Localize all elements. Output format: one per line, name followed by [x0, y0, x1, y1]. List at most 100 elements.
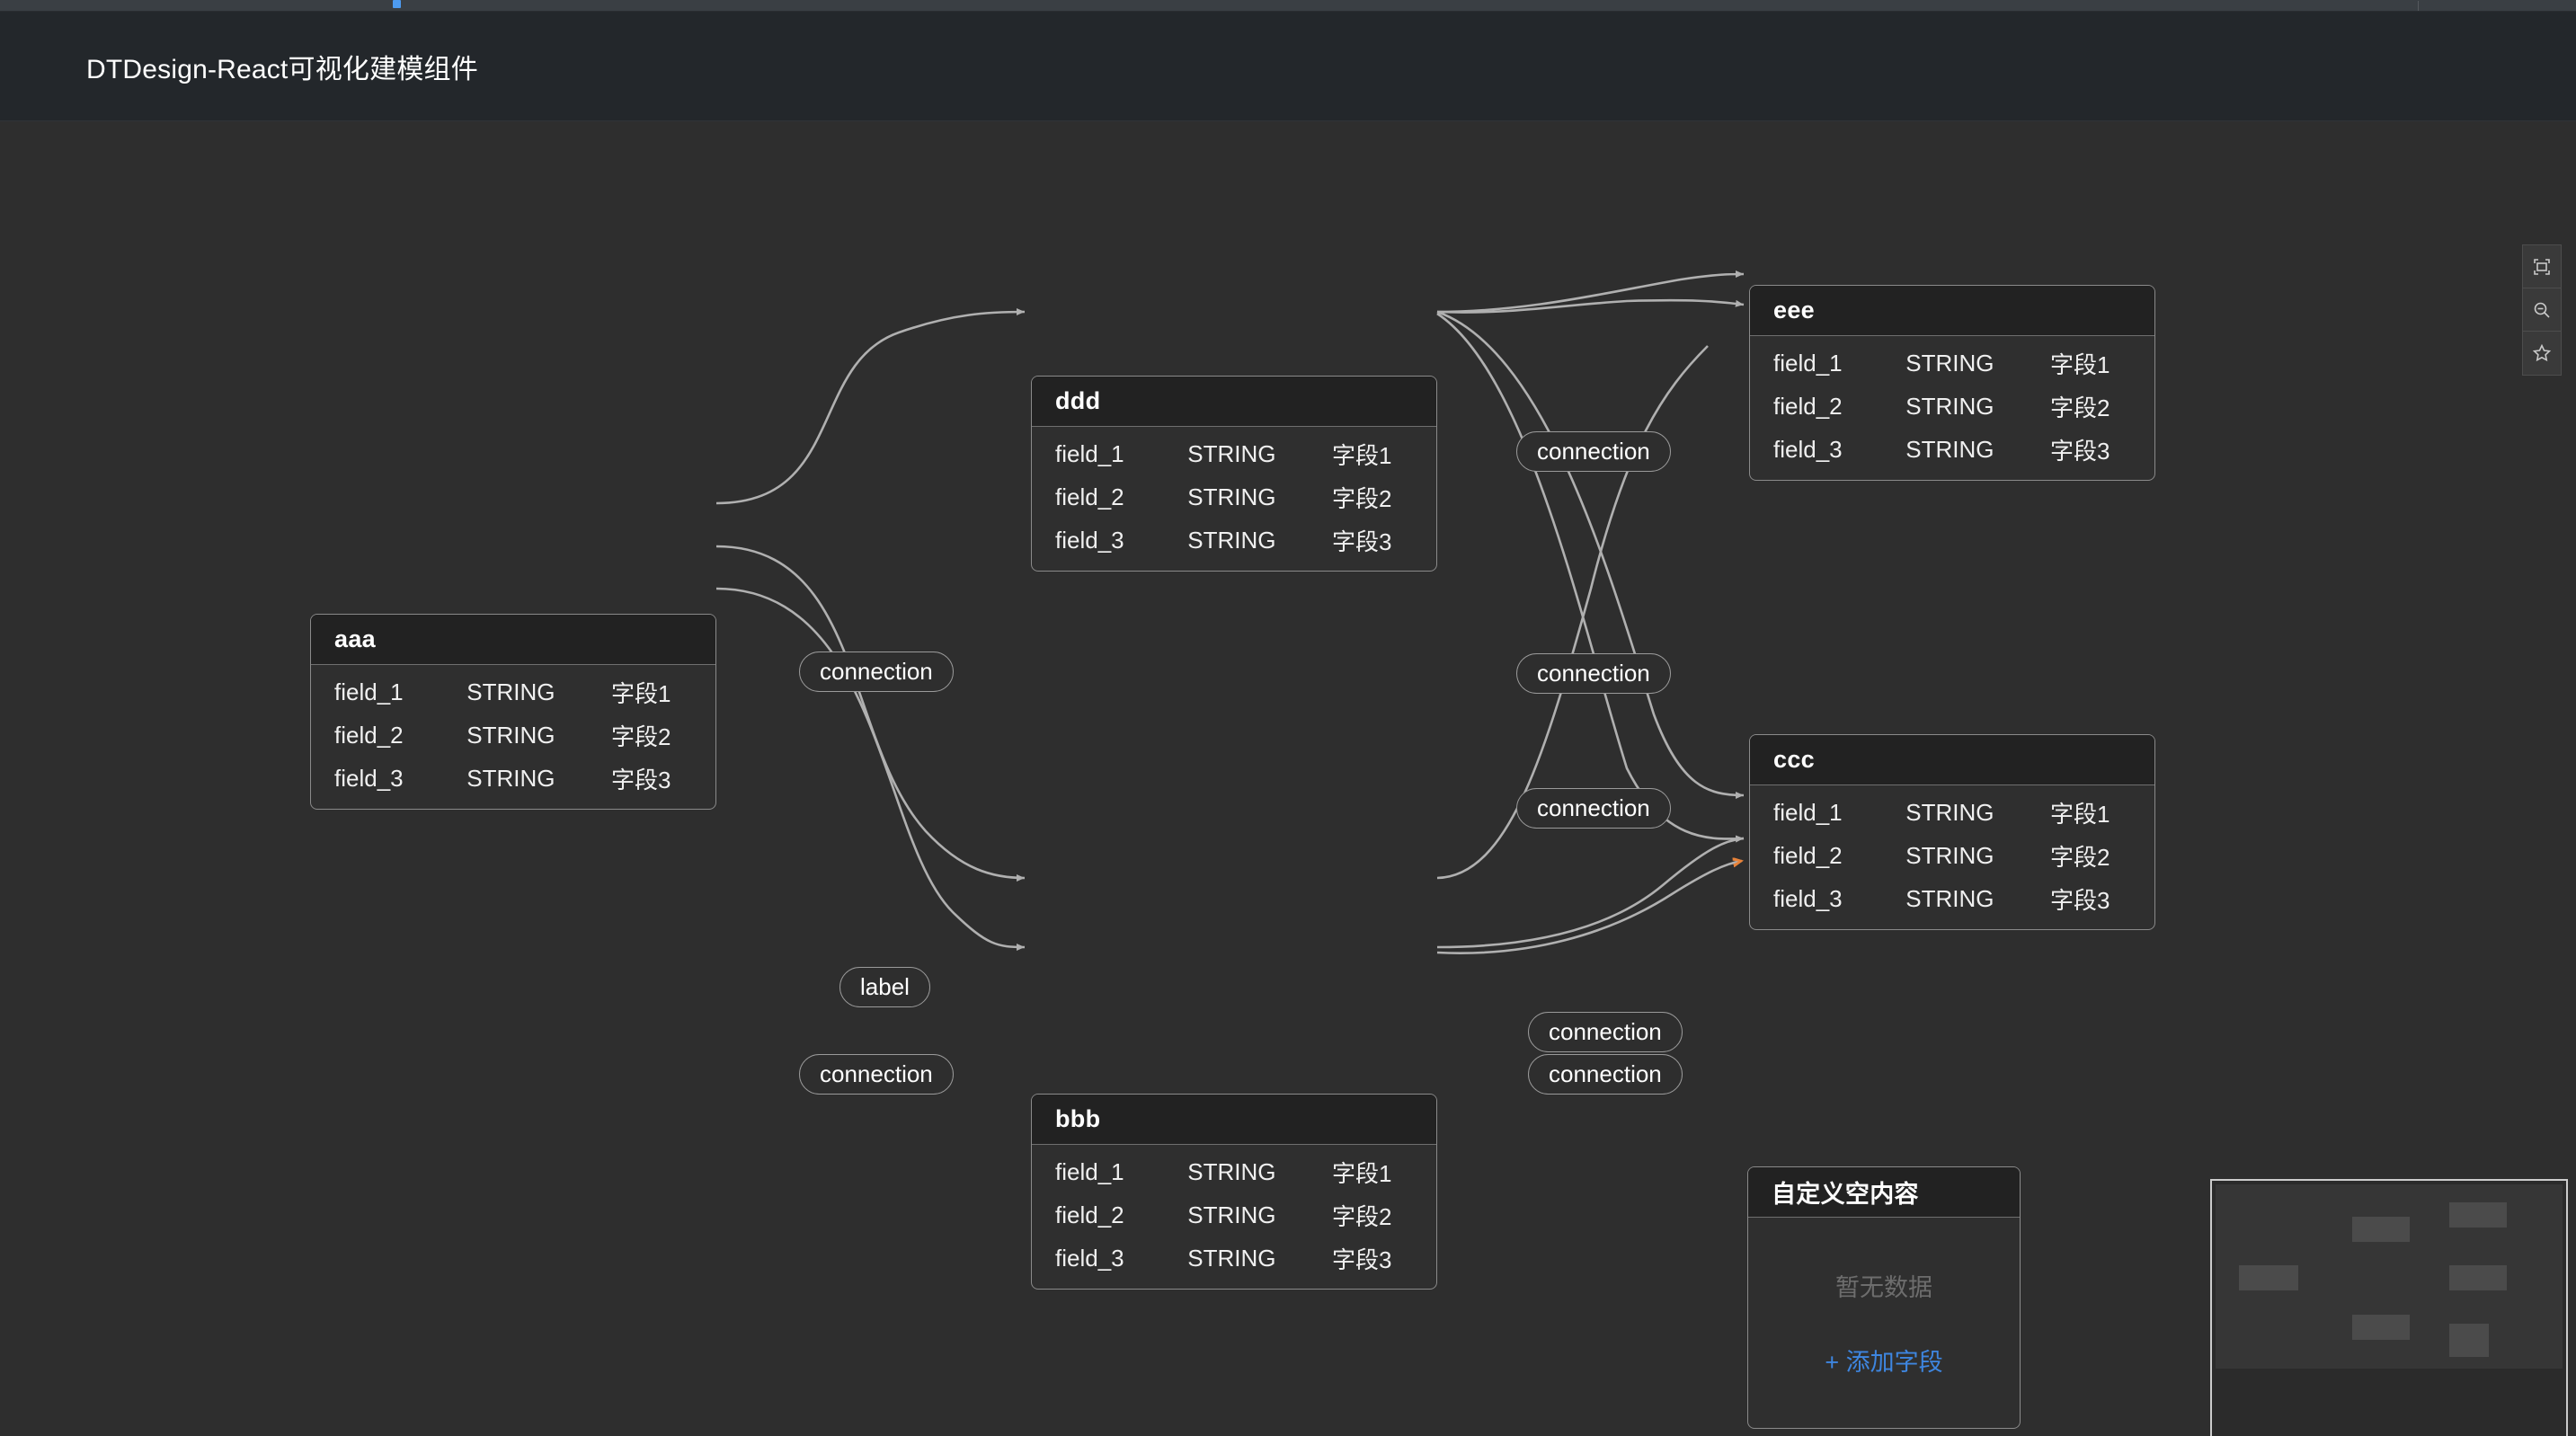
favorite-button[interactable] — [2523, 332, 2561, 375]
minimap[interactable] — [2210, 1179, 2568, 1436]
node-title: bbb — [1055, 1105, 1101, 1132]
field-type: STRING — [466, 721, 555, 749]
empty-state-text: 暂无数据 — [1835, 1274, 1932, 1301]
field-name: field_1 — [1773, 349, 1843, 377]
field-desc: 字段1 — [1331, 441, 1392, 469]
field-desc: 字段1 — [2049, 350, 2110, 378]
minimap-node — [2352, 1217, 2410, 1242]
edge-label-conn-bot-2[interactable]: connection — [1528, 1054, 1683, 1095]
minimap-viewport[interactable] — [2216, 1184, 2563, 1369]
add-field-button[interactable]: + 添加字段 — [1825, 1349, 1943, 1376]
edge-label-conn-aaa-bbb[interactable]: connection — [799, 1054, 954, 1095]
field-desc: 字段1 — [610, 679, 671, 707]
node-header: ddd — [1032, 377, 1436, 427]
node-custom-empty[interactable]: 自定义空内容 暂无数据 + 添加字段 — [1747, 1166, 2021, 1429]
node-header: eee — [1750, 286, 2154, 336]
node-title: ddd — [1055, 387, 1101, 414]
field-desc: 字段3 — [1331, 527, 1392, 555]
field-name: field_3 — [1773, 435, 1843, 463]
field-name: field_2 — [1055, 1201, 1124, 1228]
field-desc: 字段2 — [1331, 484, 1392, 512]
zoom-out-icon — [2534, 302, 2550, 318]
minimap-node — [2449, 1202, 2507, 1228]
field-type: STRING — [1905, 435, 1994, 463]
field-name: field_1 — [334, 678, 404, 705]
edge-label-conn-mid[interactable]: connection — [1516, 653, 1671, 694]
node-title: ccc — [1773, 746, 1815, 773]
edge-label-conn-aaa-ddd[interactable]: connection — [799, 652, 954, 692]
field-desc: 字段3 — [610, 766, 671, 793]
fit-screen-icon — [2534, 258, 2550, 275]
field-type: STRING — [1905, 841, 1994, 869]
node-header: ccc — [1750, 735, 2154, 785]
field-desc: 字段2 — [610, 722, 671, 750]
table-row[interactable]: field_2 STRING 字段2 — [1750, 834, 2154, 877]
zoom-out-button[interactable] — [2523, 288, 2561, 332]
field-type: STRING — [1905, 798, 1994, 826]
field-type: STRING — [1187, 439, 1276, 467]
field-type: STRING — [1905, 884, 1994, 912]
strip-divider — [2418, 1, 2419, 11]
edge-label-label-aaa-bbb[interactable]: label — [839, 967, 930, 1007]
field-type: STRING — [1905, 392, 1994, 420]
node-title: aaa — [334, 625, 376, 652]
field-type: STRING — [1187, 483, 1276, 510]
field-name: field_2 — [1773, 392, 1843, 420]
edge-label-conn-ccc-1[interactable]: connection — [1516, 788, 1671, 829]
minimap-node — [2352, 1315, 2410, 1340]
field-desc: 字段1 — [1331, 1159, 1392, 1187]
field-name: field_1 — [1055, 1157, 1124, 1185]
browser-top-strip — [0, 0, 2576, 12]
table-row[interactable]: field_2 STRING 字段2 — [1032, 1193, 1436, 1237]
table-row[interactable]: field_2 STRING 字段2 — [1032, 475, 1436, 519]
star-icon — [2532, 343, 2552, 362]
field-type: STRING — [1187, 1201, 1276, 1228]
fit-screen-button[interactable] — [2523, 245, 2561, 288]
field-type: STRING — [1187, 526, 1276, 554]
field-desc: 字段3 — [2049, 886, 2110, 914]
node-title: eee — [1773, 297, 1815, 324]
field-type: STRING — [466, 678, 555, 705]
table-row[interactable]: field_1 STRING 字段1 — [1750, 791, 2154, 834]
edge-label-conn-bot-1[interactable]: connection — [1528, 1012, 1683, 1052]
tab-indicator-icon — [393, 0, 401, 8]
edge-label-conn-ddd-eee[interactable]: connection — [1516, 431, 1671, 472]
node-empty-body: 暂无数据 + 添加字段 — [1748, 1218, 2020, 1428]
page-title: DTDesign-React可视化建模组件 — [86, 54, 478, 84]
table-row[interactable]: field_1 STRING 字段1 — [311, 670, 715, 714]
canvas-toolbar[interactable] — [2522, 244, 2562, 376]
field-desc: 字段2 — [1331, 1202, 1392, 1230]
node-header: aaa — [311, 615, 715, 665]
field-name: field_2 — [1055, 483, 1124, 510]
field-desc: 字段2 — [2049, 843, 2110, 871]
field-desc: 字段3 — [1331, 1245, 1392, 1273]
field-name: field_3 — [334, 764, 404, 792]
field-desc: 字段1 — [2049, 800, 2110, 828]
minimap-node — [2449, 1265, 2507, 1290]
field-name: field_2 — [1773, 841, 1843, 869]
node-header: bbb — [1032, 1095, 1436, 1145]
table-row[interactable]: field_1 STRING 字段1 — [1032, 1150, 1436, 1193]
field-name: field_1 — [1773, 798, 1843, 826]
field-type: STRING — [1187, 1157, 1276, 1185]
